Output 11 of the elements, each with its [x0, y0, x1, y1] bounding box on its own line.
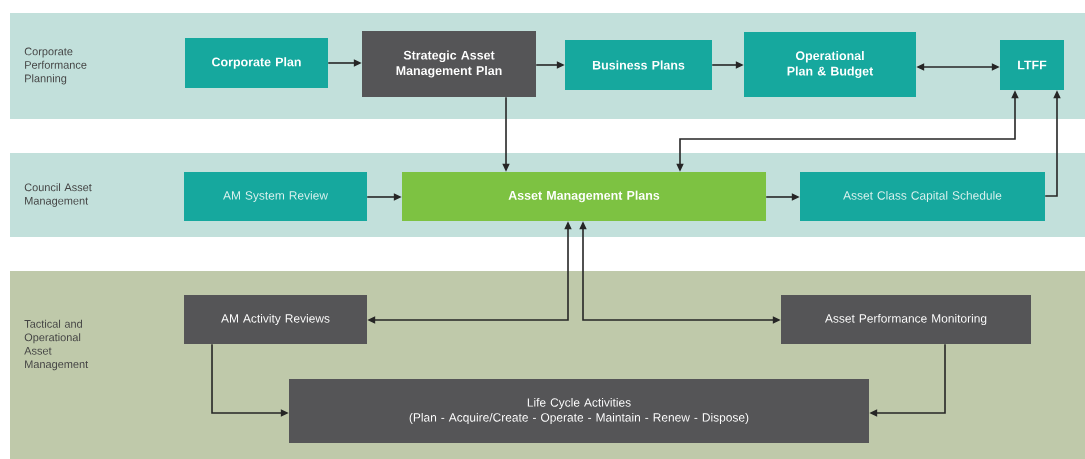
process-box: Asset Class Capital Schedule	[800, 172, 1045, 221]
process-box: AM Activity Reviews	[184, 295, 367, 344]
process-box: Life Cycle Activities (Plan - Acquire/Create - Operate - Maintain - Renew - Dispose)	[289, 379, 869, 443]
process-box: Business Plans	[565, 40, 712, 90]
process-box: Operational Plan & Budget	[744, 32, 916, 97]
process-box: Corporate Plan	[185, 38, 328, 88]
process-box: Asset Performance Monitoring	[781, 295, 1031, 344]
process-box: LTFF	[1000, 40, 1064, 90]
process-box: AM System Review	[184, 172, 367, 221]
process-box: Asset Management Plans	[402, 172, 766, 221]
process-box: Strategic Asset Management Plan	[362, 31, 536, 97]
